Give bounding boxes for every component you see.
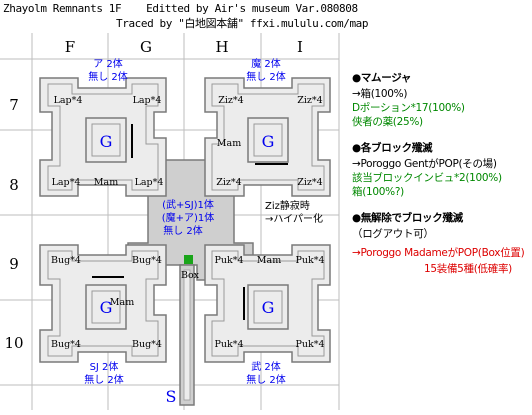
spawn-puk-sw: Puk*4: [214, 339, 243, 350]
ziz-note-1: Ziz静寂時: [265, 199, 310, 212]
count-sw-2: 無し 2体: [84, 373, 124, 386]
count-nw-1: ア 2体: [93, 58, 123, 70]
note-1: →箱(100%): [352, 88, 408, 100]
row-label-9: 9: [9, 255, 19, 273]
start-corridor-inner: [183, 269, 191, 401]
spawn-bug-ne: Bug*4: [132, 255, 162, 266]
box-label: Box: [181, 270, 200, 281]
note-4: ●各ブロック殲滅: [352, 142, 433, 154]
spawn-ziz-sw: Ziz*4: [216, 177, 241, 188]
ziz-note-2: →ハイパー化: [265, 212, 323, 225]
spawn-lap-nw: Lap*4: [54, 95, 83, 106]
spawn-lap-sw: Lap*4: [52, 177, 81, 188]
note-10: →Poroggo MadameがPOP(Box位置): [352, 247, 525, 259]
header-title: Zhayolm Remnants 1F Editted by Air's mus…: [3, 2, 358, 15]
spawn-mam-sw: Mam: [110, 297, 134, 308]
block-sw: [39, 244, 167, 363]
note-9: （ログアウト可）: [352, 228, 434, 240]
note-3: 侠者の薬(25%): [352, 116, 423, 128]
spawn-ziz-ne: Ziz*4: [297, 95, 322, 106]
row-label-10: 10: [4, 334, 23, 352]
column-label-f: F: [65, 38, 75, 56]
spawn-mam-ne: Mam: [217, 138, 241, 149]
note-7: 箱(100%?): [352, 186, 404, 198]
row-label-8: 8: [9, 176, 19, 194]
block-ne: [204, 77, 331, 197]
note-11: 15装備5種(低確率): [424, 263, 512, 275]
note-5: →Poroggo GentがPOP(その場): [352, 158, 497, 170]
spawn-lap-ne: Lap*4: [133, 95, 162, 106]
spawn-bug-se: Bug*4: [132, 339, 162, 350]
count-center-1: (武+SJ)1体: [162, 198, 214, 211]
g-marker-nw: G: [100, 132, 113, 151]
spawn-mam-se: Mam: [257, 255, 281, 266]
count-nw-2: 無し 2体: [88, 70, 128, 83]
spawn-lap-se: Lap*4: [135, 177, 164, 188]
spawn-ziz-se: Ziz*4: [297, 177, 322, 188]
count-sw-1: SJ 2体: [90, 361, 119, 373]
note-6: 該当ブロックインビュ*2(100%): [352, 172, 502, 184]
start-marker: S: [166, 387, 177, 406]
count-ne-1: 魔 2体: [251, 57, 281, 70]
g-marker-ne: G: [262, 132, 275, 151]
spawn-bug-nw: Bug*4: [51, 255, 81, 266]
column-label-h: H: [215, 38, 228, 56]
count-se-1: 武 2体: [251, 360, 281, 373]
count-ne-2: 無し 2体: [246, 70, 286, 83]
column-label-g: G: [140, 38, 152, 56]
g-marker-sw: G: [100, 298, 113, 317]
g-marker-se: G: [262, 298, 275, 317]
note-0: ●マムージャ: [352, 72, 412, 84]
count-se-2: 無し 2体: [246, 373, 286, 386]
spawn-mam-nw: Mam: [94, 177, 118, 188]
spawn-puk-nw: Puk*4: [214, 255, 243, 266]
block-se: [204, 244, 331, 363]
count-center-2: (魔+ア)1体: [162, 211, 215, 224]
spawn-bug-sw: Bug*4: [51, 339, 81, 350]
note-8: ●無解除でブロック殲滅: [352, 212, 463, 224]
block-nw: [39, 77, 167, 197]
spawn-puk-se: Puk*4: [295, 339, 324, 350]
column-label-i: I: [297, 38, 303, 56]
spawn-ziz-nw: Ziz*4: [218, 95, 243, 106]
count-center-3: 無し 2体: [163, 224, 203, 237]
note-2: Dポーション*17(100%): [352, 102, 465, 114]
spawn-puk-ne: Puk*4: [295, 255, 324, 266]
box-marker: [184, 255, 193, 264]
row-label-7: 7: [9, 96, 19, 114]
header-credit: Traced by "白地図本舗" ffxi.mululu.com/map: [116, 17, 369, 30]
